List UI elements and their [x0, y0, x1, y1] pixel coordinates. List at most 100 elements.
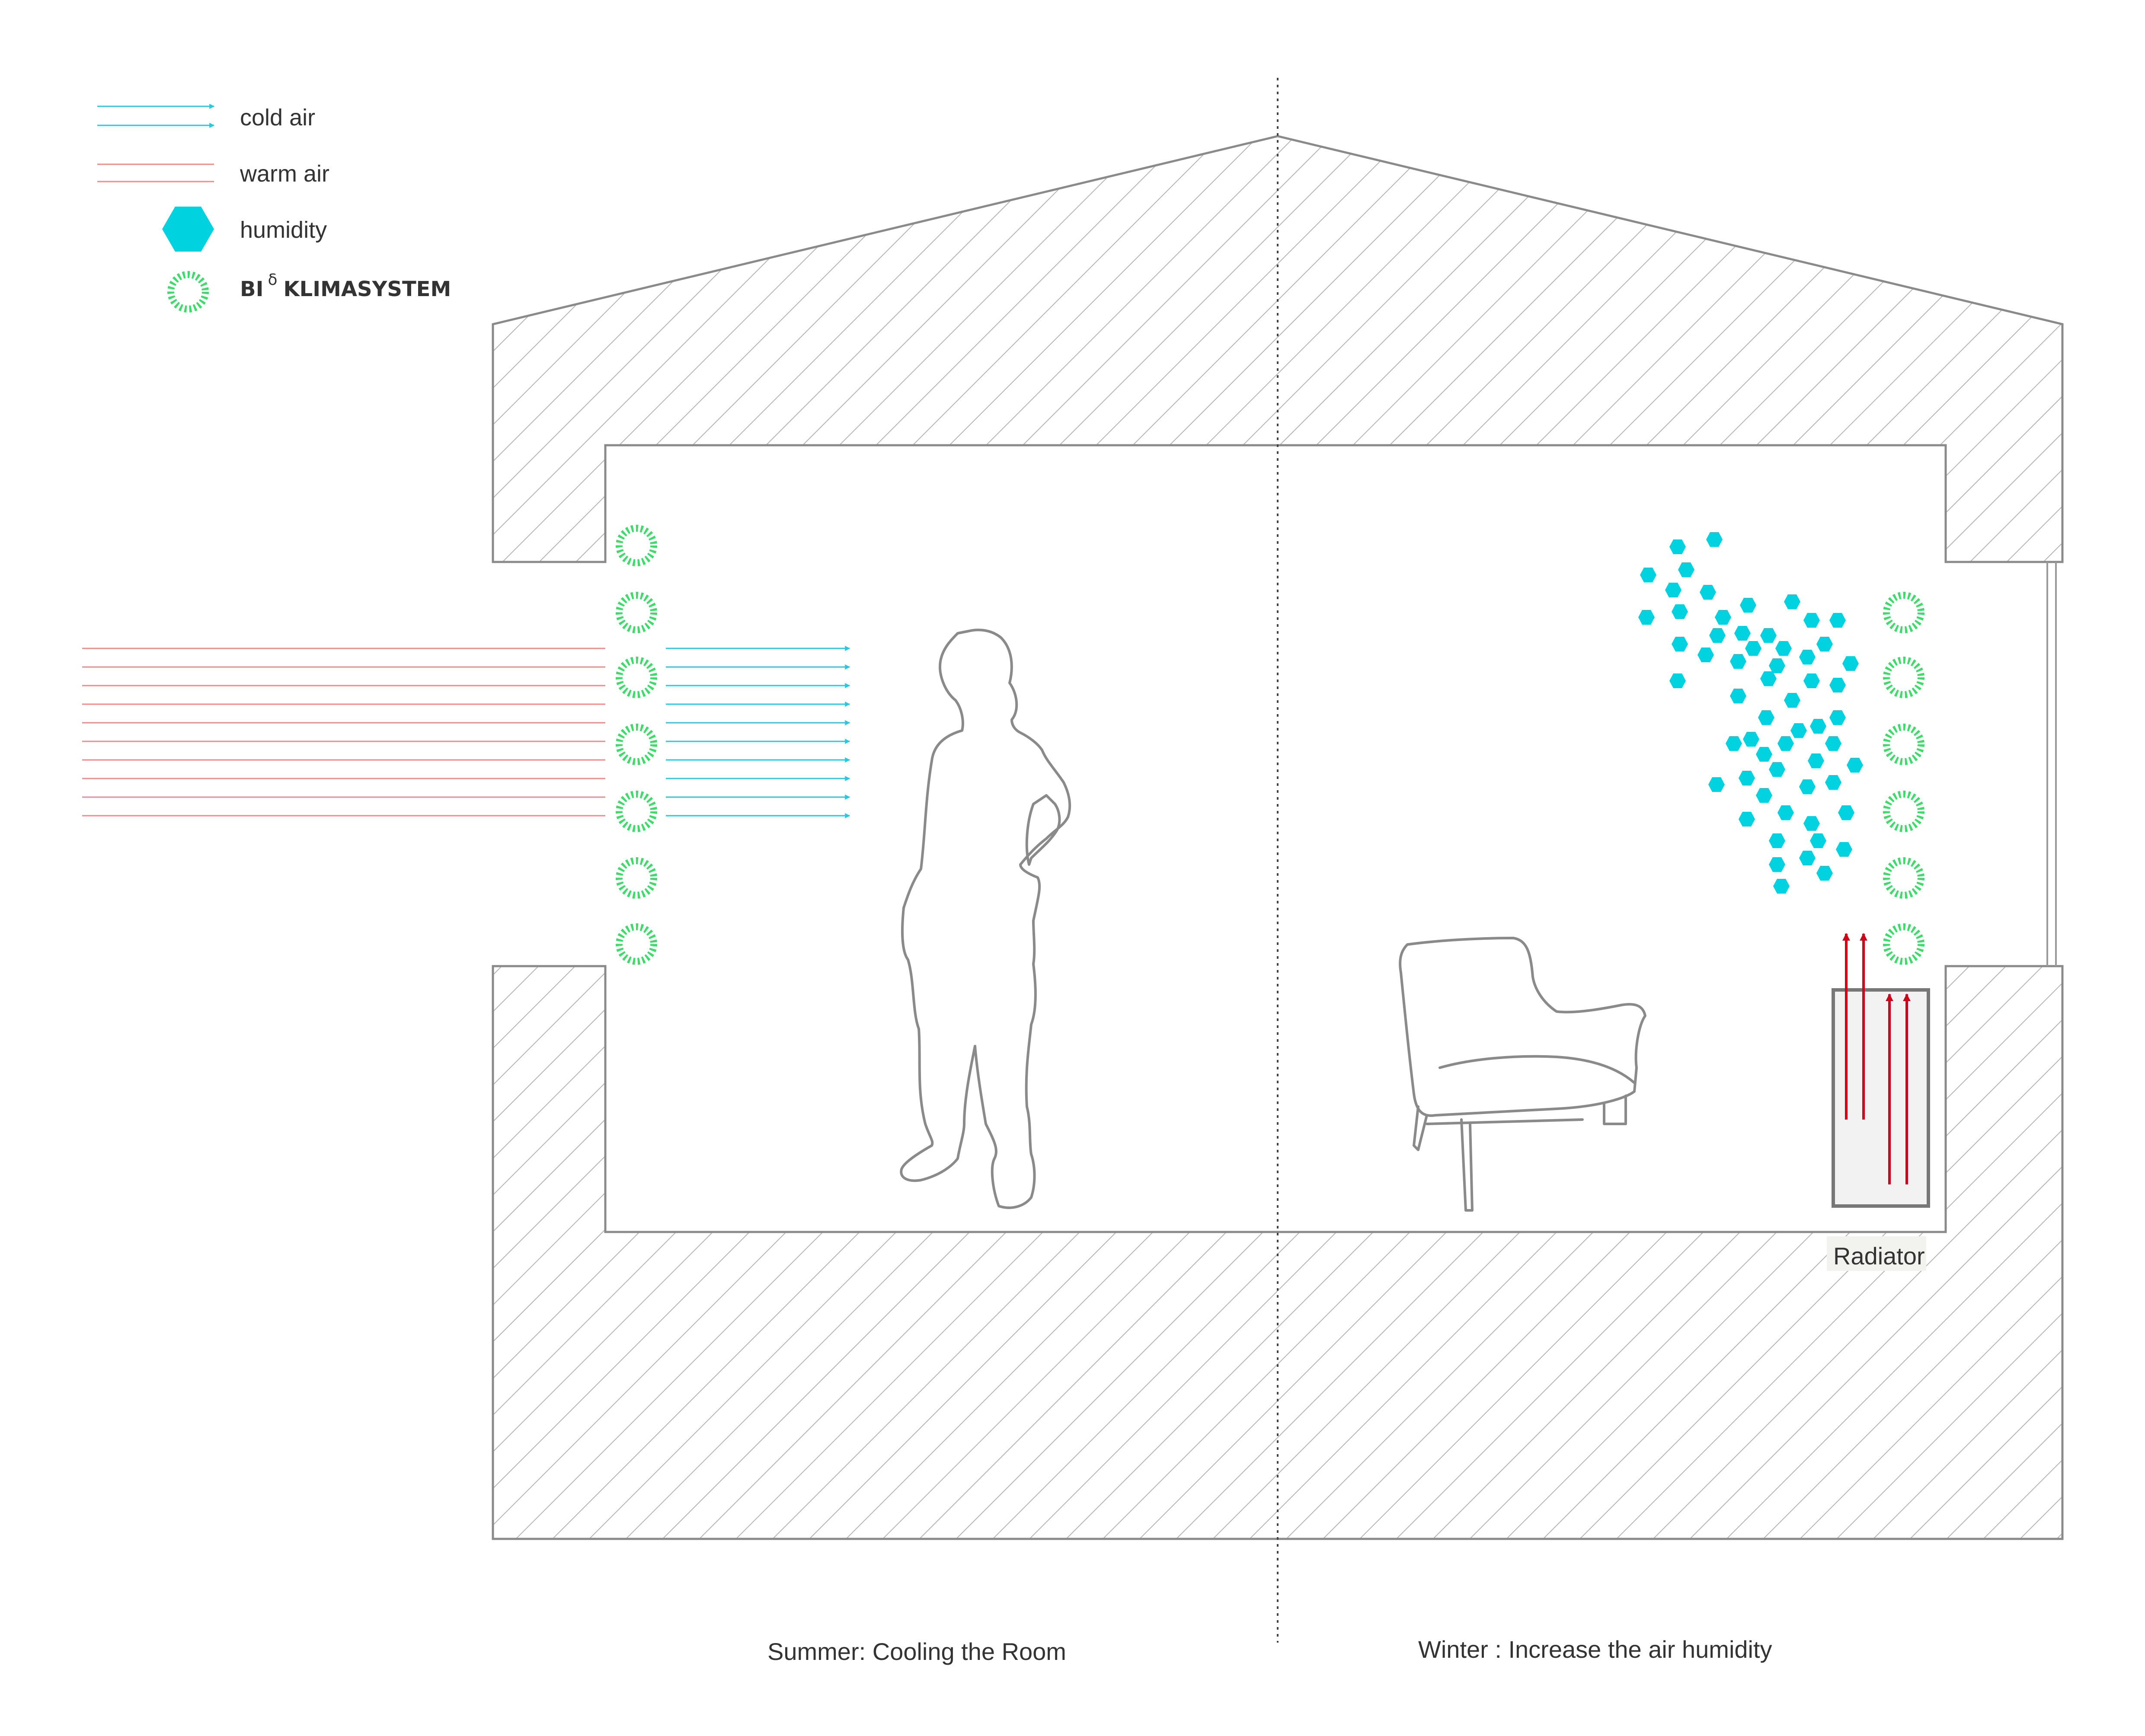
hexagon-icon	[162, 207, 214, 252]
humidity-hexagon	[1672, 604, 1688, 619]
humidity-hexagon	[1769, 833, 1785, 848]
armchair	[1399, 937, 1646, 1212]
radiator	[1832, 988, 1930, 1208]
humidity-cluster	[1638, 532, 1863, 894]
humidity-hexagon	[1799, 851, 1816, 865]
humidity-hexagon	[1672, 637, 1688, 651]
humidity-hexagon	[1808, 753, 1824, 768]
humidity-hexagon	[1847, 758, 1863, 772]
humidity-hexagon	[1810, 833, 1826, 848]
klimasystem-ring	[616, 791, 657, 832]
klimasystem-ring	[1883, 657, 1924, 698]
humidity-hexagon	[1769, 857, 1785, 872]
humidity-hexagon	[1709, 628, 1726, 643]
humidity-hexagon	[1665, 583, 1681, 597]
humidity-hexagon	[1769, 762, 1785, 777]
brand-delta: δ	[268, 271, 277, 289]
humidity-hexagon	[1745, 641, 1761, 656]
humidity-hexagon	[1784, 693, 1800, 708]
legend-humidity-label: humidity	[240, 217, 327, 243]
humidity-hexagon	[1803, 613, 1820, 628]
legend-warm-air-icon	[97, 163, 214, 182]
warm-air-flow	[82, 648, 605, 817]
klimasystem-ring	[616, 592, 657, 633]
klimasystem-ring	[1883, 592, 1924, 633]
winter-caption: Winter : Increase the air humidity	[1418, 1636, 1772, 1663]
humidity-hexagon	[1700, 585, 1716, 600]
humidity-hexagon	[1816, 866, 1833, 881]
brand-bi: BI	[240, 277, 263, 301]
humidity-hexagon	[1784, 594, 1800, 609]
summer-caption: Summer: Cooling the Room	[767, 1638, 1066, 1665]
klimasystem-ring	[1883, 923, 1924, 965]
humidity-hexagon	[1825, 775, 1841, 790]
humidity-hexagon	[1726, 736, 1742, 751]
window-frame	[2046, 562, 2057, 966]
humidity-hexagon	[1790, 723, 1807, 738]
humidity-hexagon	[1803, 673, 1820, 688]
humidity-hexagon	[1773, 879, 1790, 894]
klimasystem-ring	[616, 657, 657, 698]
humidity-hexagon	[1825, 736, 1841, 751]
humidity-hexagon	[1777, 736, 1794, 751]
humidity-hexagon	[1829, 678, 1846, 692]
humidity-hexagon	[1758, 710, 1774, 725]
humidity-hexagon	[1829, 613, 1846, 628]
klimasystem-ring	[616, 724, 657, 765]
humidity-hexagon	[1803, 816, 1820, 831]
humidity-hexagon	[1775, 641, 1792, 656]
dashed-ring-icon	[167, 271, 209, 313]
klimasystem-ring	[616, 923, 657, 965]
humidity-hexagon	[1697, 648, 1714, 662]
klimasystem-left	[616, 525, 657, 965]
radiator-label-bg	[1827, 1236, 1926, 1271]
house-wall-section	[492, 135, 2064, 1540]
humidity-hexagon	[1838, 805, 1854, 820]
humidity-hexagon	[1760, 671, 1777, 686]
humidity-hexagon	[1836, 842, 1852, 857]
klimasystem-ring	[1883, 791, 1924, 832]
klimasystem-ring	[1883, 724, 1924, 765]
humidity-hexagon	[1638, 610, 1655, 625]
humidity-hexagon	[1816, 637, 1833, 651]
legend-cold-air-label: cold air	[240, 105, 315, 131]
humidity-hexagon	[1777, 805, 1794, 820]
humidity-hexagon	[1708, 777, 1725, 792]
humidity-hexagon	[1706, 532, 1723, 547]
humidity-hexagon	[1739, 771, 1755, 785]
humidity-hexagon	[1669, 673, 1686, 688]
humidity-hexagon	[1756, 788, 1772, 803]
humidity-hexagon	[1640, 568, 1656, 582]
humidity-hexagon	[1829, 710, 1846, 725]
legend-cold-air-icon	[97, 104, 215, 128]
klimasystem-ring	[616, 857, 657, 899]
humidity-hexagon	[1734, 626, 1751, 641]
humidity-hexagon	[1669, 539, 1686, 554]
humidity-hexagon	[1739, 812, 1755, 827]
humidity-hexagon	[1740, 598, 1756, 613]
cold-air-flow	[666, 646, 850, 818]
heat-arrows	[1842, 933, 1911, 1184]
humidity-hexagon	[1715, 610, 1731, 625]
humidity-hexagon	[1799, 779, 1816, 794]
person-silhouette	[900, 629, 1071, 1209]
klimasystem-ring	[616, 525, 657, 566]
humidity-hexagon	[1799, 650, 1816, 664]
brand-klimasystem: KLIMASYSTEM	[283, 277, 451, 301]
humidity-hexagon	[1842, 656, 1859, 671]
humidity-hexagon	[1769, 658, 1785, 673]
legend-klimasystem-label: BI δ KLIMASYSTEM	[240, 271, 451, 301]
humidity-hexagon	[1810, 719, 1826, 734]
humidity-hexagon	[1678, 562, 1694, 577]
humidity-hexagon	[1730, 689, 1746, 703]
radiator-label: Radiator	[1833, 1242, 1925, 1270]
klimasystem-ring	[1883, 857, 1924, 899]
klimasystem-right	[1883, 592, 1924, 965]
humidity-hexagon	[1756, 747, 1772, 762]
legend: cold air warm air humidity BI δ KLIMASYSTE…	[97, 104, 451, 313]
humidity-hexagon	[1760, 628, 1777, 643]
humidity-hexagon	[1743, 732, 1759, 747]
humidity-hexagon	[1730, 654, 1746, 669]
legend-warm-air-label: warm air	[240, 161, 329, 187]
